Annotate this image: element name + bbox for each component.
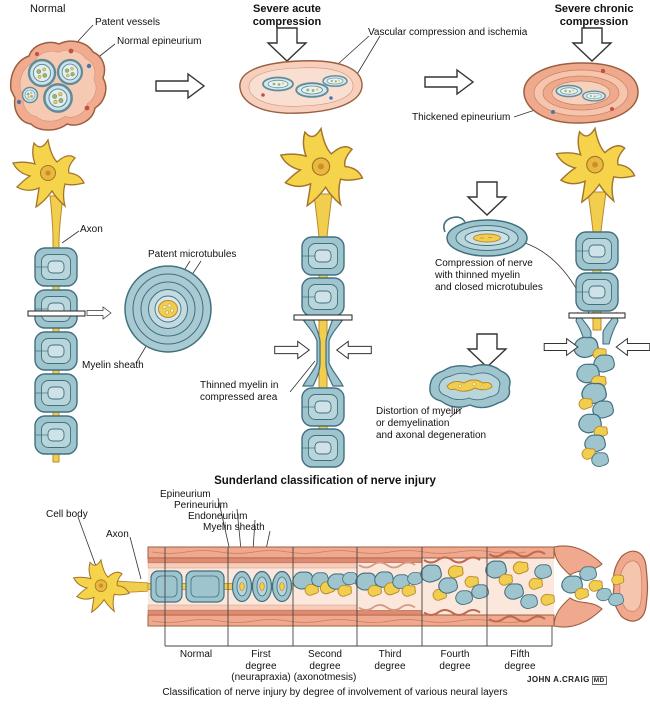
neuron-acute-compression (274, 127, 372, 468)
label-vascular-compression: Vascular compression and ischemia (368, 27, 528, 38)
label-patent-microtubules: Patent microtubules (148, 249, 237, 260)
pinch-arrow-left-icon (336, 340, 372, 360)
label-epineurium: Epineurium (160, 489, 211, 500)
sequence-arrow-down-icon (467, 333, 507, 368)
label-normal-top: Normal (30, 3, 66, 15)
degree-label-first: First degree (neurapraxia) (231, 649, 291, 683)
segment-bracket (164, 547, 553, 647)
neuron-normal (12, 139, 112, 463)
compressed-nerve-segment (443, 216, 528, 257)
figure-caption: Classification of nerve injury by degree… (162, 687, 508, 698)
signature-name: JOHN A.CRAIG (527, 675, 590, 684)
label-myelin-sheath-upper: Myelin sheath (82, 360, 144, 371)
sunderland-diagram (73, 545, 649, 647)
pinch-arrow-right-icon (274, 340, 310, 360)
label-axon-lower: Axon (106, 529, 129, 540)
label-thinned-myelin: Thinned myelin in compressed area (200, 380, 279, 403)
acute-compressed-cross-section (239, 60, 363, 114)
myelin-sheath-cross-section (124, 265, 212, 353)
label-compression-of-nerve: Compression of nerve with thinned myelin… (435, 258, 543, 293)
label-severe-acute-compression: Severe acute compression (252, 3, 322, 28)
label-distortion: Distortion of myelin or demyelination an… (376, 406, 487, 441)
compression-arrow-down-icon (572, 27, 612, 62)
neuron-chronic-compression (543, 127, 650, 468)
pinch-arrow-right-icon (543, 338, 579, 356)
small-right-arrow-icon (86, 306, 112, 320)
degree-label-normal: Normal (179, 649, 213, 660)
degree-label-second: Second degree (axonotmesis) (293, 649, 357, 683)
sequence-arrow-down-icon (467, 181, 507, 216)
label-normal-epineurium: Normal epineurium (117, 36, 202, 47)
label-severe-chronic-compression: Severe chronic compression (554, 3, 634, 28)
signature-credential: MD (591, 676, 607, 685)
sunderland-title: Sunderland classification of nerve injur… (214, 475, 436, 487)
degree-label-third: Third degree (374, 649, 406, 672)
flow-arrow-right-icon (424, 69, 474, 95)
cross-section-plane (568, 312, 626, 319)
label-thickened-epineurium: Thickened epineurium (412, 112, 511, 123)
label-endoneurium: Endoneurium (188, 511, 248, 522)
flow-arrow-right-icon (155, 73, 205, 99)
label-perineurium: Perineurium (174, 500, 228, 511)
cross-section-plane (27, 310, 86, 317)
chronic-compressed-cross-section (523, 62, 639, 124)
label-cell-body: Cell body (46, 509, 88, 520)
compression-arrow-down-icon (267, 27, 307, 62)
label-patent-vessels: Patent vessels (95, 17, 161, 28)
distorted-myelin-segment (429, 364, 511, 409)
degree-label-fourth: Fourth degree (439, 649, 471, 672)
pinch-arrow-left-icon (615, 338, 650, 356)
normal-nerve-cross-section (9, 40, 107, 131)
degree-label-fifth: Fifth degree (504, 649, 536, 672)
label-myelin-sheath-lower: Myelin sheath (203, 522, 265, 533)
sunderland-cell-body (73, 559, 130, 613)
label-axon-upper: Axon (80, 224, 103, 235)
cross-section-plane (293, 314, 353, 321)
